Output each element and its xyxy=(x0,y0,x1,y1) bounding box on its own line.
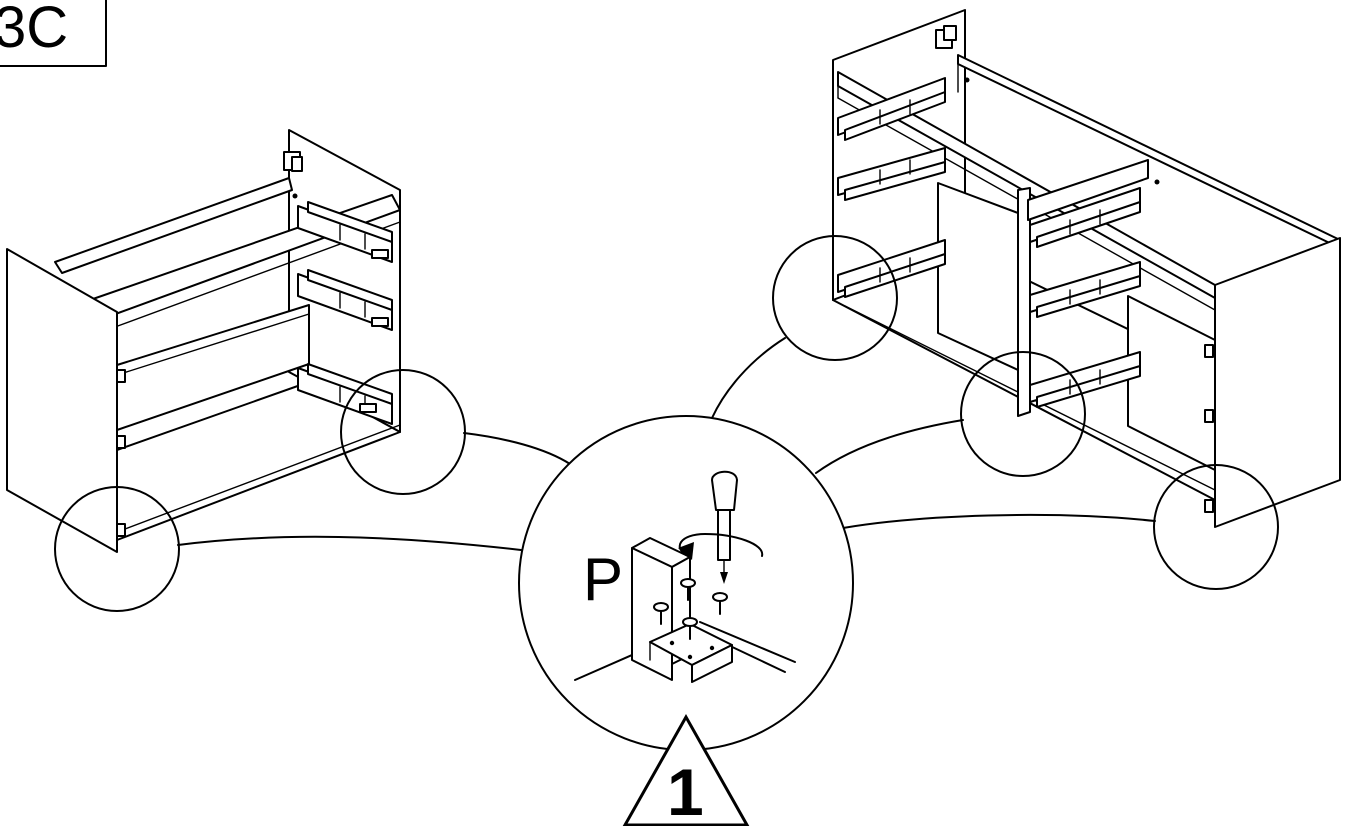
connector-left-upper xyxy=(463,432,571,465)
callout-right-bottom xyxy=(1153,464,1279,590)
right-cabinet xyxy=(832,9,1341,528)
callout-left-bottom xyxy=(54,486,180,612)
rotate-arrow-icon xyxy=(678,533,764,560)
right-runner-left-2 xyxy=(837,147,946,201)
step-label: 3C xyxy=(0,0,68,60)
right-cabinet-center-divider xyxy=(1017,187,1031,417)
left-cabinet-back-rail xyxy=(54,177,293,274)
warning-triangle-icon: 1 xyxy=(622,713,750,826)
step-label-box: 3C xyxy=(0,0,107,67)
callout-circles xyxy=(54,235,1279,612)
connector-left-lower xyxy=(177,535,522,551)
part-label: P xyxy=(583,546,623,613)
right-cabinet-right-panel xyxy=(1214,237,1341,528)
right-runner-mid-1 xyxy=(1029,187,1141,248)
warning-number: 1 xyxy=(667,755,704,826)
left-cabinet-hanger xyxy=(283,151,303,172)
connector-right-middle xyxy=(815,419,964,474)
l-bracket xyxy=(631,537,733,683)
left-cabinet xyxy=(6,129,401,553)
left-runner-middle xyxy=(297,269,393,331)
callout-left-rear xyxy=(340,369,466,495)
connector-lines xyxy=(177,337,1156,551)
connector-right-lower xyxy=(842,513,1156,529)
right-runner-mid-3 xyxy=(1029,351,1141,408)
left-cabinet-left-panel xyxy=(6,248,118,553)
callout-right-rear xyxy=(772,235,898,361)
callout-right-middle xyxy=(960,351,1086,477)
connector-right-upper xyxy=(711,337,786,419)
right-runner-mid-2 xyxy=(1029,261,1141,318)
right-cabinet-inner-right-panel xyxy=(1027,159,1149,221)
detail-view: P xyxy=(518,415,854,751)
right-cabinet-hanger xyxy=(935,25,957,49)
right-runner-left-1 xyxy=(837,77,946,141)
left-runner-top xyxy=(297,201,393,263)
screw-icon xyxy=(653,578,728,640)
right-cabinet-inner-left-panel xyxy=(937,182,1019,371)
right-runner-left-3 xyxy=(837,239,946,298)
